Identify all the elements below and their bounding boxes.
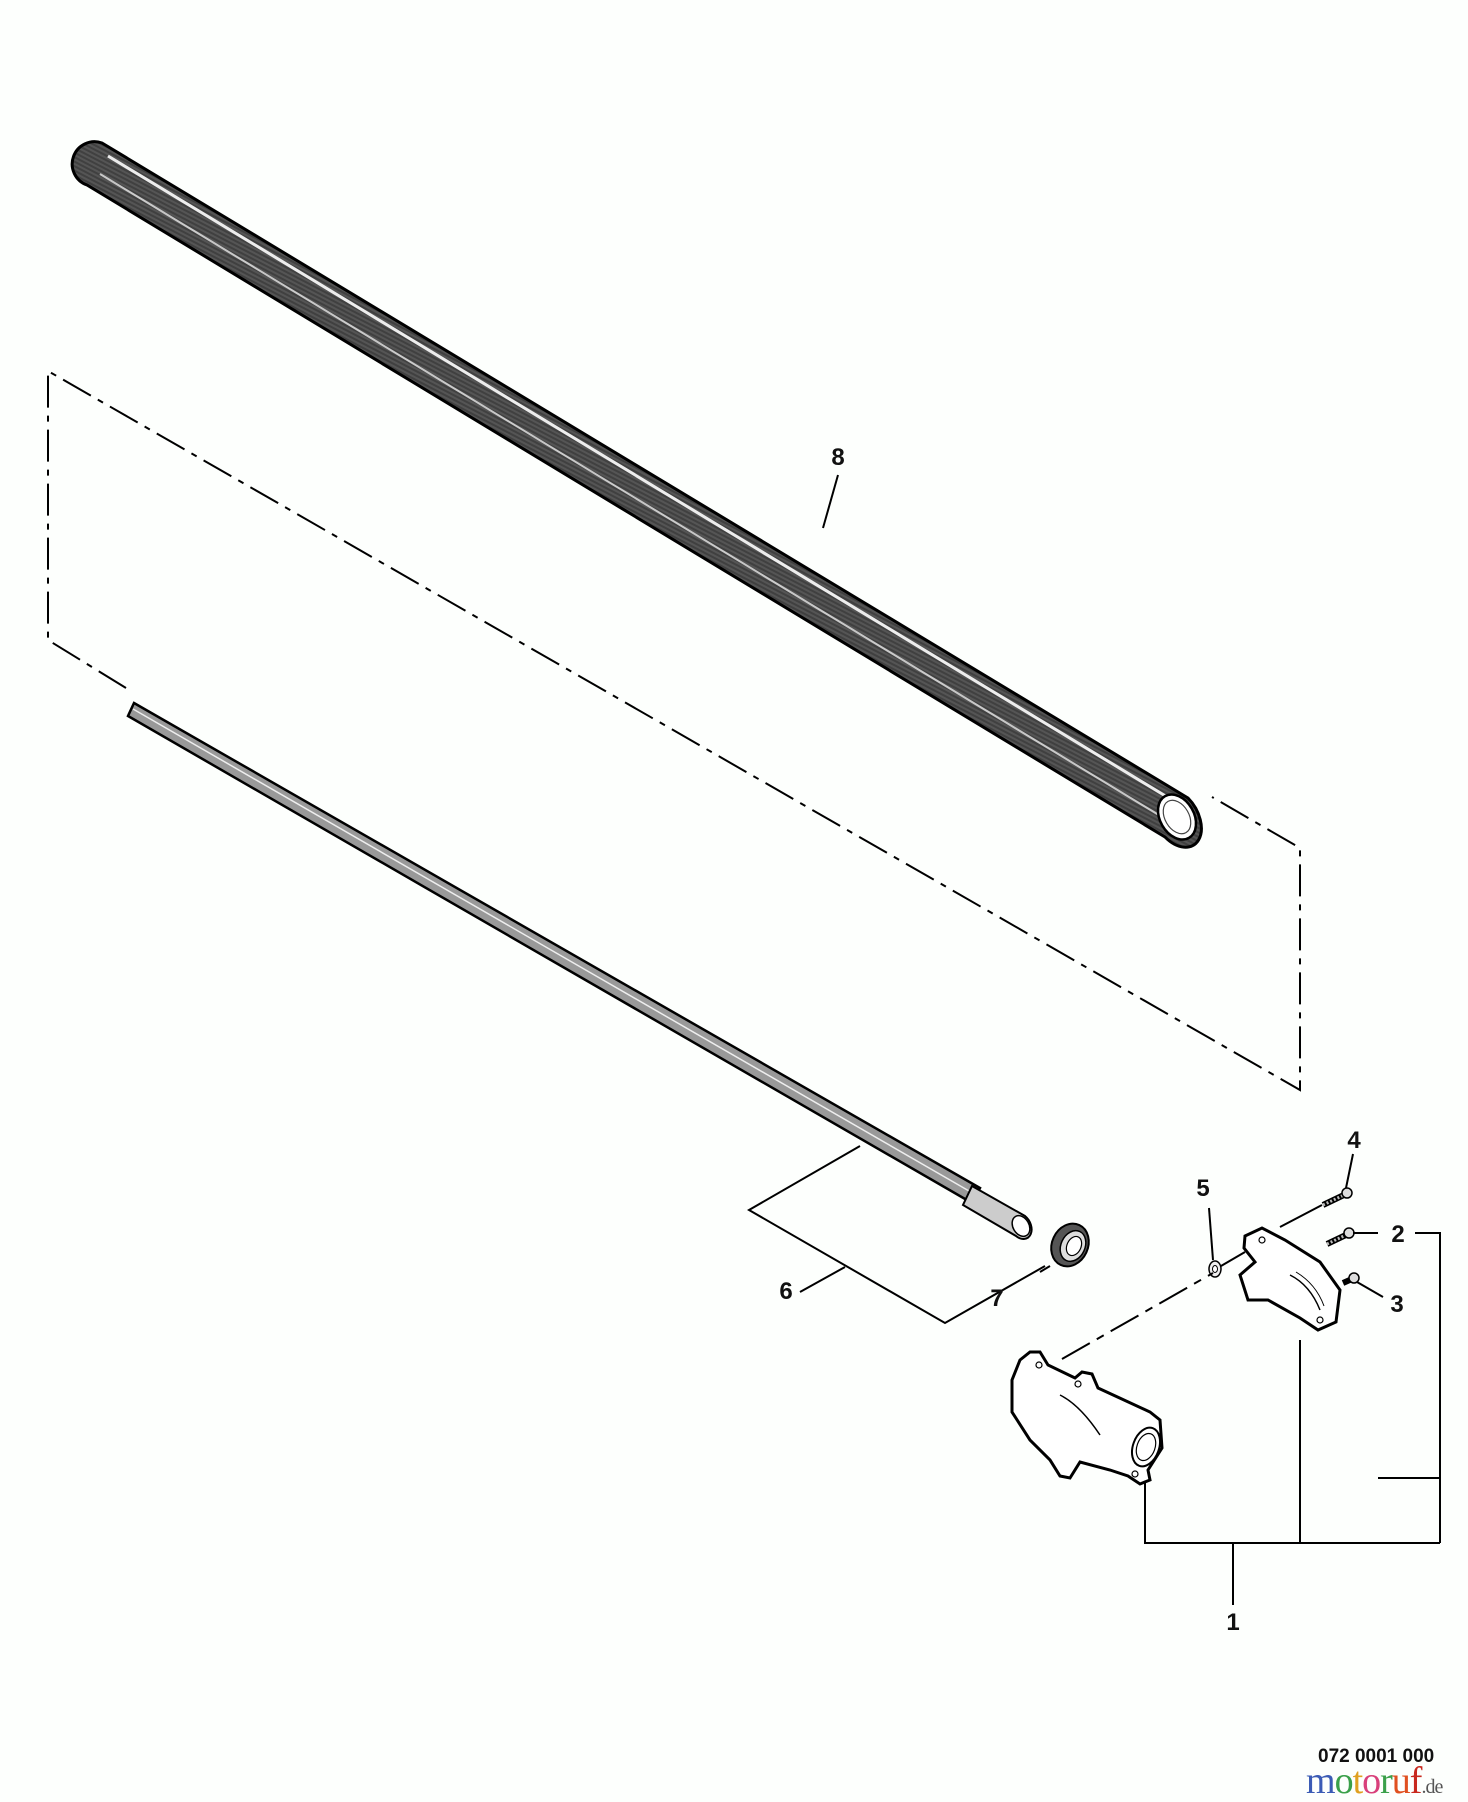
watermark-letter: u <box>1391 1760 1411 1802</box>
callout-8: 8 <box>831 444 844 471</box>
watermark-suffix: .de <box>1421 1776 1443 1798</box>
watermark-logo: motoruf.de <box>1306 1760 1443 1802</box>
outer-tube <box>70 140 1203 849</box>
callout-3: 3 <box>1390 1291 1403 1318</box>
screw-short <box>1341 1272 1360 1286</box>
document-number: 072 0001 000 <box>1318 1746 1435 1767</box>
callout-1: 1 <box>1226 1609 1239 1636</box>
leader-lines <box>746 474 1441 1605</box>
callout-7: 7 <box>990 1285 1003 1312</box>
callout-4: 4 <box>1347 1127 1361 1154</box>
callout-2: 2 <box>1391 1221 1404 1248</box>
screw-clamp <box>1325 1227 1355 1247</box>
watermark-letter: f <box>1409 1760 1423 1802</box>
housing <box>1010 1350 1164 1486</box>
watermark-letter: o <box>1334 1760 1354 1802</box>
watermark-letter: t <box>1352 1760 1364 1802</box>
watermark-letter: m <box>1306 1760 1336 1802</box>
clamp-half <box>1238 1226 1342 1332</box>
watermark-letter: o <box>1362 1760 1381 1802</box>
watermark-letter: r <box>1380 1760 1393 1802</box>
callout-5: 5 <box>1196 1175 1209 1202</box>
drive-shaft <box>126 701 1033 1240</box>
screw-long <box>1321 1187 1353 1208</box>
bushing <box>1050 1222 1090 1268</box>
assembly-lines <box>47 369 1323 1360</box>
callout-6: 6 <box>779 1278 792 1305</box>
